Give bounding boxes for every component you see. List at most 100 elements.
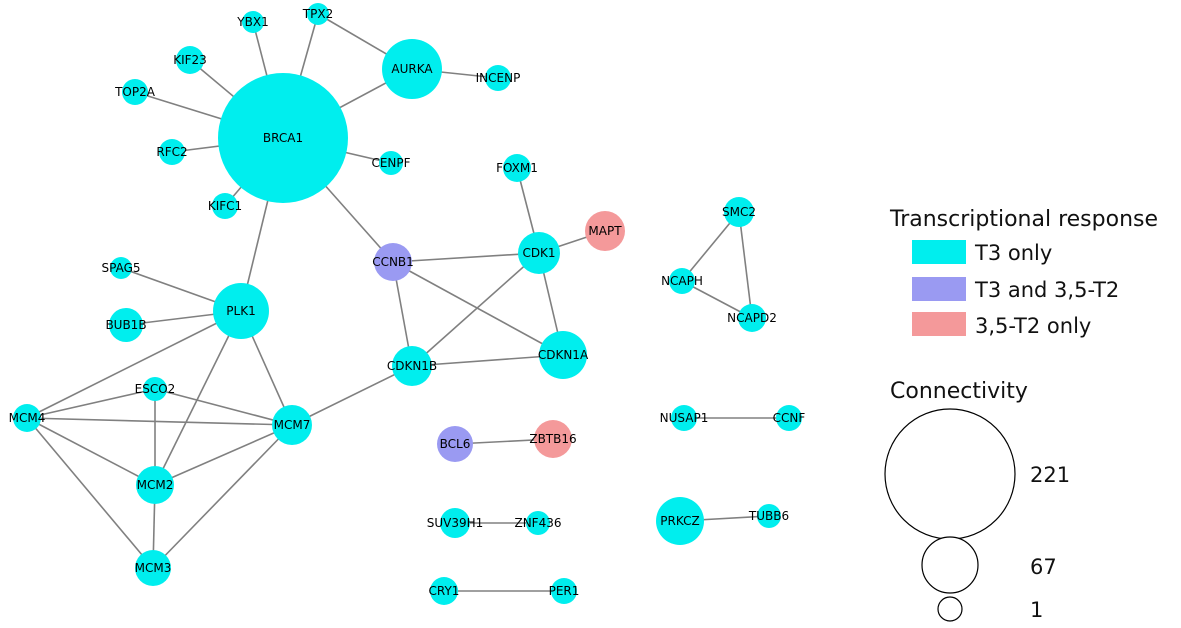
connectivity-label-medium: 67 bbox=[1030, 555, 1057, 579]
node-label-incenp: INCENP bbox=[476, 71, 521, 85]
node-circle-cdkn1b bbox=[392, 346, 432, 386]
node-label-top2a: TOP2A bbox=[114, 85, 156, 99]
node-mapt[interactable]: MAPT bbox=[585, 211, 625, 251]
node-label-foxm1: FOXM1 bbox=[496, 161, 538, 175]
connectivity-label-small: 1 bbox=[1030, 598, 1043, 622]
node-circle-mcm7 bbox=[272, 405, 312, 445]
legend-label-t3-only: T3 only bbox=[974, 241, 1052, 265]
node-ccnf[interactable]: CCNF bbox=[773, 405, 806, 431]
node-ncaph[interactable]: NCAPH bbox=[661, 268, 703, 294]
node-plk1[interactable]: PLK1 bbox=[213, 283, 269, 339]
node-ccnb1[interactable]: CCNB1 bbox=[372, 243, 414, 281]
node-circle-mcm3 bbox=[135, 550, 171, 586]
edge-plk1-mcm4 bbox=[26, 310, 242, 419]
node-tubb6[interactable]: TUBB6 bbox=[748, 504, 789, 528]
node-foxm1[interactable]: FOXM1 bbox=[496, 154, 538, 182]
node-circle-tpx2 bbox=[307, 3, 329, 25]
node-cdk1[interactable]: CDK1 bbox=[518, 232, 560, 274]
node-label-mcm2: MCM2 bbox=[137, 478, 174, 492]
node-label-nusap1: NUSAP1 bbox=[660, 411, 709, 425]
node-label-kifc1: KIFC1 bbox=[208, 199, 242, 213]
legend-label-t2-only: 3,5-T2 only bbox=[975, 314, 1091, 338]
node-circle-mcm2 bbox=[136, 466, 174, 504]
node-spag5[interactable]: SPAG5 bbox=[101, 257, 141, 279]
node-per1[interactable]: PER1 bbox=[549, 578, 580, 604]
node-bcl6[interactable]: BCL6 bbox=[437, 426, 473, 462]
edge-mcm4-mcm7 bbox=[26, 417, 293, 426]
node-circle-zbtb16 bbox=[534, 420, 572, 458]
node-cdkn1b[interactable]: CDKN1B bbox=[387, 346, 437, 386]
node-label-cenpf: CENPF bbox=[371, 156, 410, 170]
node-ncapd2[interactable]: NCAPD2 bbox=[727, 304, 777, 332]
edge-mcm4-mcm2 bbox=[26, 417, 156, 486]
node-label-bcl6: BCL6 bbox=[440, 437, 471, 451]
node-esco2[interactable]: ESCO2 bbox=[135, 377, 176, 401]
node-prkcz[interactable]: PRKCZ bbox=[656, 497, 704, 545]
connectivity-label-large: 221 bbox=[1030, 463, 1070, 487]
node-incenp[interactable]: INCENP bbox=[476, 65, 521, 91]
node-brca1[interactable]: BRCA1 bbox=[218, 73, 348, 203]
node-circle-ncapd2 bbox=[738, 304, 766, 332]
node-cry1[interactable]: CRY1 bbox=[429, 577, 460, 605]
legend-swatch-t3-only bbox=[912, 240, 966, 264]
node-circle-tubb6 bbox=[757, 504, 781, 528]
edge-cdk1-cdkn1b bbox=[411, 252, 540, 367]
node-top2a[interactable]: TOP2A bbox=[114, 79, 156, 105]
node-mcm3[interactable]: MCM3 bbox=[135, 550, 172, 586]
node-circle-per1 bbox=[551, 578, 577, 604]
node-label-mcm3: MCM3 bbox=[135, 561, 172, 575]
node-rfc2[interactable]: RFC2 bbox=[156, 139, 188, 165]
edge-plk1-mcm2 bbox=[154, 310, 242, 486]
node-nusap1[interactable]: NUSAP1 bbox=[660, 405, 709, 431]
node-cdkn1a[interactable]: CDKN1A bbox=[538, 331, 589, 379]
node-label-ybx1: YBX1 bbox=[236, 15, 268, 29]
node-label-ncaph: NCAPH bbox=[661, 274, 703, 288]
node-label-per1: PER1 bbox=[549, 584, 580, 598]
legend-connectivity-title: Connectivity bbox=[890, 379, 1028, 404]
node-circle-bcl6 bbox=[437, 426, 473, 462]
node-ybx1[interactable]: YBX1 bbox=[236, 11, 269, 33]
node-suv39h1[interactable]: SUV39H1 bbox=[427, 508, 484, 538]
node-cenpf[interactable]: CENPF bbox=[371, 151, 411, 175]
node-circle-cry1 bbox=[430, 577, 458, 605]
node-circle-rfc2 bbox=[159, 139, 185, 165]
node-label-plk1: PLK1 bbox=[226, 304, 255, 318]
node-circle-cdkn1a bbox=[539, 331, 587, 379]
node-label-cdkn1b: CDKN1B bbox=[387, 359, 437, 373]
node-circle-mcm4 bbox=[13, 404, 41, 432]
node-circle-bub1b bbox=[109, 308, 143, 342]
node-circle-aurka bbox=[382, 39, 442, 99]
node-circle-foxm1 bbox=[503, 154, 531, 182]
node-label-aurka: AURKA bbox=[391, 62, 433, 76]
node-mcm4[interactable]: MCM4 bbox=[9, 404, 46, 432]
node-label-suv39h1: SUV39H1 bbox=[427, 516, 484, 530]
legend: Transcriptional response T3 only T3 and … bbox=[884, 207, 1158, 622]
edge-ccnb1-cdkn1a bbox=[392, 261, 564, 356]
node-smc2[interactable]: SMC2 bbox=[722, 197, 756, 227]
edge-ccnb1-cdk1 bbox=[392, 252, 540, 263]
node-mcm2[interactable]: MCM2 bbox=[136, 466, 174, 504]
node-circle-mapt bbox=[585, 211, 625, 251]
node-label-ncapd2: NCAPD2 bbox=[727, 311, 777, 325]
node-bub1b[interactable]: BUB1B bbox=[105, 308, 147, 342]
node-label-cdkn1a: CDKN1A bbox=[538, 348, 589, 362]
node-zbtb16[interactable]: ZBTB16 bbox=[529, 420, 577, 458]
node-label-brca1: BRCA1 bbox=[263, 131, 303, 145]
edge-mcm4-mcm3 bbox=[26, 417, 154, 569]
node-kifc1[interactable]: KIFC1 bbox=[208, 193, 242, 219]
node-circle-prkcz bbox=[656, 497, 704, 545]
node-label-esco2: ESCO2 bbox=[135, 382, 176, 396]
node-mcm7[interactable]: MCM7 bbox=[272, 405, 312, 445]
node-circle-suv39h1 bbox=[440, 508, 470, 538]
node-znf436[interactable]: ZNF436 bbox=[514, 511, 562, 535]
node-label-mcm4: MCM4 bbox=[9, 411, 46, 425]
node-aurka[interactable]: AURKA bbox=[382, 39, 442, 99]
node-label-spag5: SPAG5 bbox=[101, 261, 140, 275]
node-circle-ybx1 bbox=[242, 11, 264, 33]
node-circle-brca1 bbox=[218, 73, 348, 203]
node-kif23[interactable]: KIF23 bbox=[173, 46, 207, 74]
node-tpx2[interactable]: TPX2 bbox=[302, 3, 333, 25]
edge-mcm7-mcm2 bbox=[154, 424, 293, 486]
node-label-smc2: SMC2 bbox=[722, 205, 756, 219]
node-circle-kifc1 bbox=[212, 193, 238, 219]
